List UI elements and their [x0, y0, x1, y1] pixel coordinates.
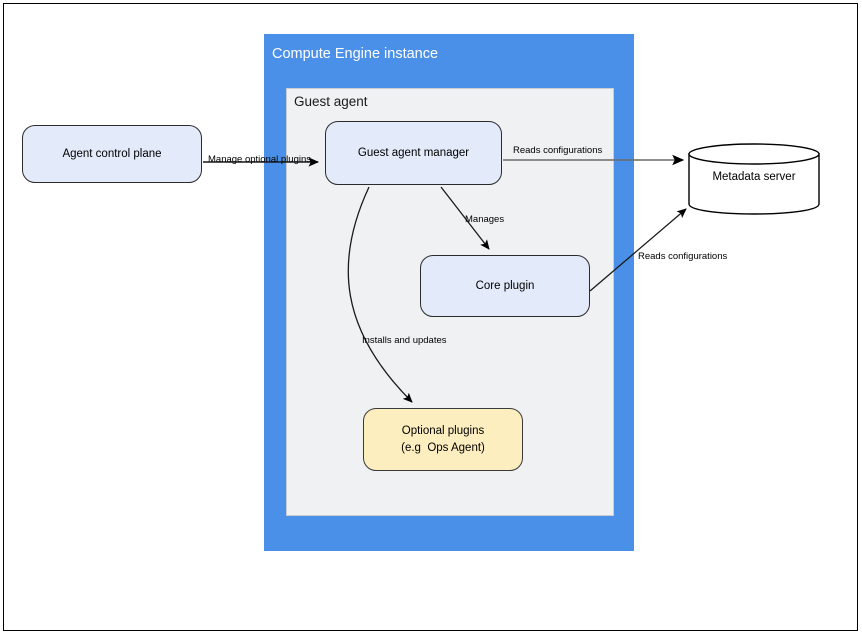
node-metadata-server[interactable]	[688, 143, 820, 215]
compute-engine-instance-label: Compute Engine instance	[272, 46, 439, 62]
node-core-plugin[interactable]: Core plugin	[420, 255, 590, 317]
guest-agent-label: Guest agent	[294, 94, 368, 109]
node-guest-agent-manager[interactable]: Guest agent manager	[325, 121, 502, 185]
node-optional-plugins-label-line1: Optional plugins	[401, 424, 485, 437]
node-agent-control-plane-label: Agent control plane	[62, 147, 162, 160]
node-metadata-server-label: Metadata server	[712, 171, 796, 183]
node-optional-plugins-label-line2: (e.g Ops Agent)	[401, 441, 485, 454]
page-border	[3, 3, 858, 631]
edge-label-installs-and-updates: Installs and updates	[362, 335, 447, 346]
node-guest-agent-manager-label: Guest agent manager	[357, 146, 470, 159]
node-optional-plugins[interactable]: Optional plugins (e.g Ops Agent)	[363, 408, 523, 471]
edge-label-manage-optional-plugins: Manage optional plugins	[208, 154, 311, 165]
cylinder-top	[688, 143, 820, 165]
node-core-plugin-label: Core plugin	[475, 279, 535, 292]
edge-label-reads-configurations-manager: Reads configurations	[513, 145, 603, 156]
edge-label-reads-configurations-core: Reads configurations	[638, 251, 728, 262]
edge-label-manages: Manages	[465, 214, 505, 225]
node-agent-control-plane[interactable]: Agent control plane	[22, 125, 202, 183]
cylinder-body	[688, 153, 820, 215]
